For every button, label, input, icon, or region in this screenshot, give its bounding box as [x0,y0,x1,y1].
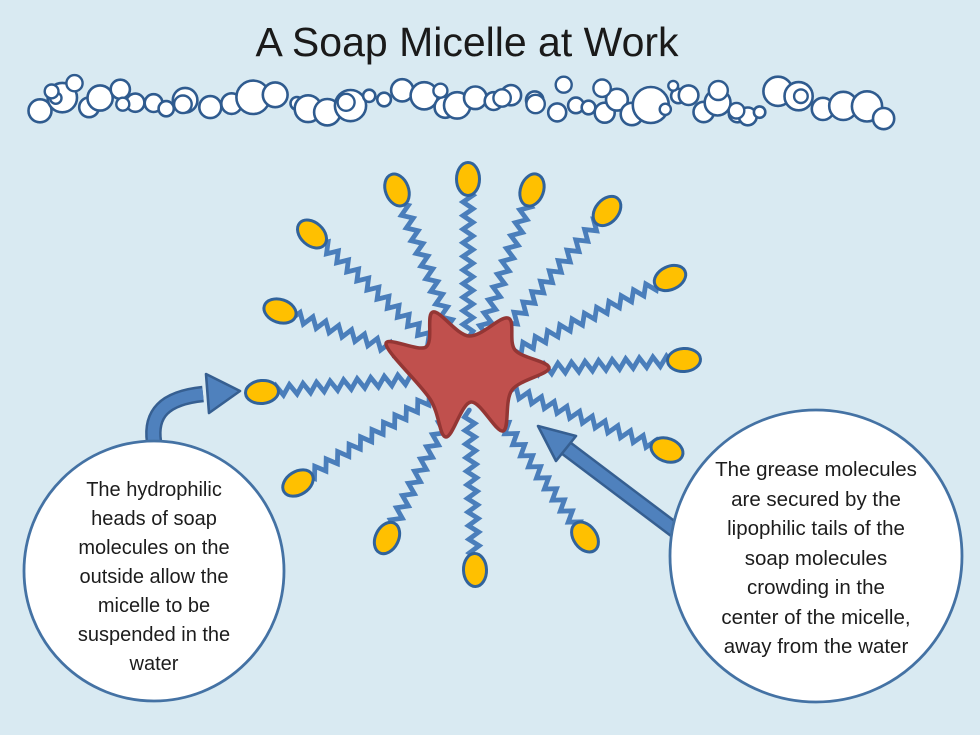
soap-head [666,346,702,374]
soap-tail [458,182,478,341]
bubble [376,91,393,108]
straight-arrow [536,424,693,547]
callout-right-text: The grease molecules are secured by the … [715,458,917,658]
soap-heads [244,161,702,588]
soap-head [372,520,402,556]
curved-arrow-head [204,372,242,415]
bubble [172,94,193,115]
soap-head [455,161,481,197]
bubble [592,78,612,99]
soap-head [383,172,411,208]
bubble [658,102,673,117]
page-title: A Soap Micelle at Work [255,19,679,65]
soap-head [296,218,328,250]
soap-tail [313,235,444,353]
soap-head [244,378,280,406]
soap-tail [498,274,667,363]
bubble [336,92,356,113]
bubble [792,88,809,105]
soap-head [461,552,489,588]
straight-arrow-head [536,424,578,463]
callout-left-text: The hydrophilic heads of soap molecules … [77,479,231,675]
bubble [677,84,700,107]
soap-head [570,520,600,554]
callout-circles [22,408,964,704]
straight-arrow-body [562,443,692,545]
bubble [157,99,176,118]
bubble-band [27,73,896,131]
bubble [546,102,568,123]
bubble [554,75,573,94]
bubble [115,96,131,112]
bubble [580,99,597,116]
soap-head [649,436,685,464]
grease-blob [384,310,551,439]
soap-tail [486,400,584,537]
curved-arrow-body [147,388,204,443]
soap-tail [460,407,484,567]
soap-tail [475,193,536,343]
soap-tail [300,390,441,483]
bubble [752,105,767,120]
bubble [361,88,377,104]
bubble [492,88,512,108]
bubble [871,106,896,131]
curved-arrow [145,372,242,444]
bubble [727,101,746,120]
bubble [667,79,680,92]
soap-head [281,468,315,498]
bubble [604,87,630,112]
soap-tail [265,369,435,402]
soap-head [591,194,623,228]
bubble [86,84,115,112]
bubble [109,78,132,101]
bubble [432,82,449,99]
bubble [65,73,84,93]
bubble [525,93,546,115]
soap-head [262,297,298,325]
bubble [43,83,60,100]
bubble [198,94,223,120]
bubble [462,85,488,111]
bubble [261,81,289,109]
callout-circle-right [668,408,964,704]
bubble [27,98,53,124]
bubble [707,79,729,102]
soap-head [652,263,688,293]
callout-circle-left [22,439,286,703]
soap-head [518,172,546,208]
soap-tail [499,383,664,459]
soap-tail [393,193,461,343]
